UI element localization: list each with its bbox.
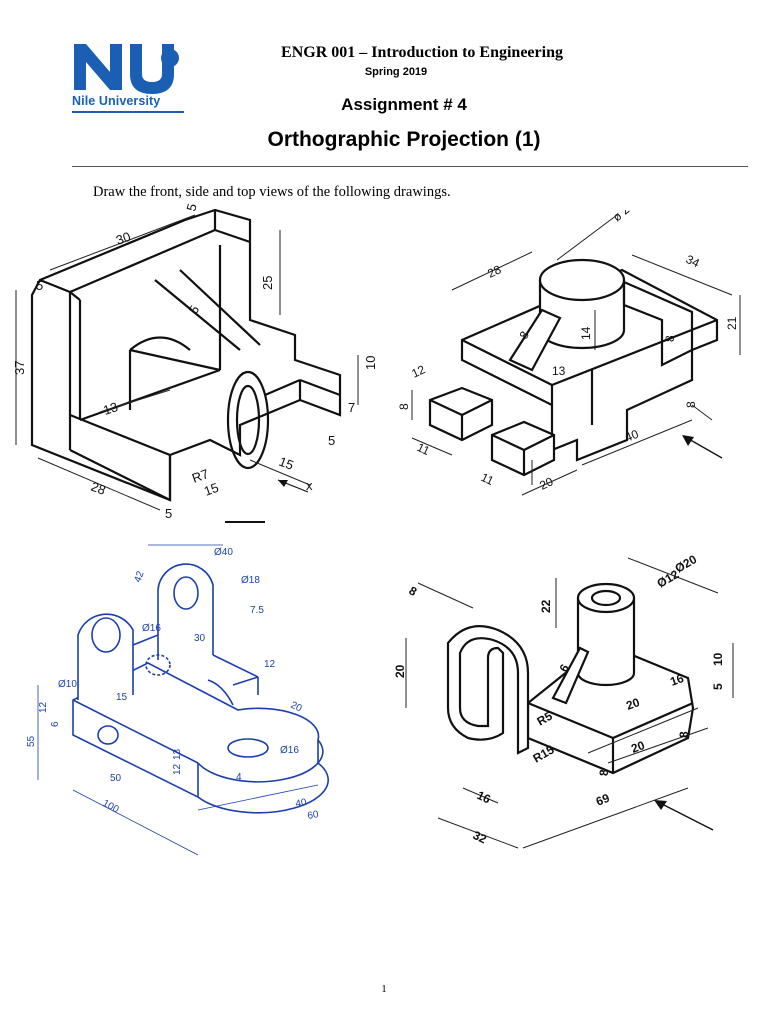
- page-title: Orthographic Projection (1): [267, 128, 541, 151]
- dim-label: 5: [328, 433, 335, 448]
- dim-label: 5: [711, 683, 725, 690]
- dim-label: 13: [552, 364, 566, 378]
- dim-label: Ø18: [241, 575, 260, 586]
- dim-label: ø 24: [610, 210, 638, 224]
- dim-label: 7: [348, 400, 355, 415]
- dim-label: 10: [363, 356, 378, 370]
- dim-label: 20: [629, 738, 647, 756]
- dim-label: x: [306, 478, 313, 493]
- dim-label: 12: [172, 763, 183, 775]
- dim-label: 10: [711, 652, 725, 666]
- university-logo: [70, 38, 188, 118]
- dim-label: Ø10: [58, 679, 77, 690]
- dim-label: 42: [132, 569, 146, 584]
- dim-label: 5: [36, 278, 43, 293]
- dim-label: 15: [202, 480, 221, 499]
- dim-label: 34: [684, 252, 702, 270]
- dim-label: 30: [114, 229, 133, 248]
- dim-label: 20: [289, 700, 304, 715]
- dim-label: 28: [485, 262, 503, 280]
- dim-label: 13: [172, 748, 183, 760]
- dim-label: 55: [26, 735, 37, 747]
- dim-label: Ø16: [280, 745, 299, 756]
- dim-label: 12: [409, 362, 427, 380]
- dim-label: 69: [594, 791, 612, 809]
- dim-label: 13: [101, 399, 119, 418]
- dim-label: 25: [260, 276, 275, 290]
- dim-label: 8: [407, 583, 420, 599]
- drawing-2: ø 24 34 28 21 14 8 8 12 13 8 11 11 20 40…: [392, 210, 748, 510]
- dim-label: 32: [471, 828, 489, 846]
- logo-text: Nile University: [72, 94, 161, 108]
- nu-logo-icon: [74, 44, 179, 94]
- dim-label: 22: [539, 599, 553, 613]
- dim-label: R5: [535, 709, 556, 729]
- dim-label: 30: [194, 633, 206, 644]
- dim-label: 7.5: [250, 605, 264, 616]
- dim-label: 16: [475, 788, 493, 806]
- dim-label: 15: [116, 692, 128, 703]
- dim-label: 4: [236, 772, 242, 783]
- drawing-4: Ø20 Ø12 8 22 20 6 10 5 16 20 R5 8 8 20 R…: [388, 548, 748, 868]
- logo-underline: [72, 111, 184, 113]
- isometric-drawing-1: 30 5 5 25 37 5 10 13 R7 15 15 5 28 5 7 x: [12, 202, 378, 523]
- dim-label: 6: [50, 721, 61, 727]
- page-number: 1: [381, 983, 387, 995]
- header-divider: [72, 166, 748, 167]
- isometric-drawing-3: Ø40 Ø18 42 7.5 Ø16 30 12 Ø10 15 20 12 6 …: [26, 544, 329, 856]
- drawing-3: Ø40 Ø18 42 7.5 Ø16 30 12 Ø10 15 20 12 6 …: [18, 535, 358, 865]
- dim-label: 8: [397, 403, 411, 410]
- view-arrow-icon: [659, 802, 714, 831]
- dim-label: 40: [623, 427, 641, 445]
- dim-label: 8: [677, 731, 691, 738]
- dim-label: 5: [183, 202, 199, 213]
- dim-label: 8: [684, 401, 698, 408]
- dim-label: 11: [415, 440, 433, 458]
- isometric-drawing-2: ø 24 34 28 21 14 8 8 12 13 8 11 11 20 40…: [397, 210, 741, 496]
- drawing-1: 30 5 5 25 37 5 10 13 R7 15 15 5 28 5 7 x: [10, 200, 380, 530]
- assignment-number: Assignment # 4: [341, 95, 467, 114]
- dim-label: 8: [597, 769, 611, 776]
- dim-label: 20: [624, 695, 642, 713]
- dim-label: Ø16: [142, 623, 161, 634]
- dim-label: 37: [12, 361, 27, 375]
- dim-label: 16: [668, 671, 686, 689]
- dim-label: Ø40: [214, 547, 233, 558]
- dim-label: 50: [110, 773, 122, 784]
- view-arrow-icon: [686, 437, 723, 459]
- dim-label: 20: [537, 474, 555, 492]
- dim-label: 20: [393, 664, 407, 678]
- dim-label: 60: [307, 809, 320, 822]
- course-title: ENGR 001 – Introduction to Engineering: [281, 44, 563, 61]
- dim-label: 40: [295, 797, 308, 810]
- dim-label: 28: [89, 479, 108, 498]
- dim-label: 8: [663, 335, 677, 342]
- dim-label: 12: [264, 659, 276, 670]
- dim-label: 21: [725, 316, 739, 330]
- dim-label: 15: [277, 454, 296, 473]
- dim-label: 11: [479, 470, 497, 488]
- term-label: Spring 2019: [364, 66, 428, 78]
- dim-label: 5: [165, 506, 172, 521]
- dim-label: 12: [38, 701, 49, 713]
- instructions: Draw the front, side and top views of th…: [93, 184, 451, 200]
- isometric-drawing-4: Ø20 Ø12 8 22 20 6 10 5 16 20 R5 8 8 20 R…: [393, 552, 734, 849]
- dim-label: R7: [190, 466, 211, 486]
- dim-label: 14: [579, 326, 593, 340]
